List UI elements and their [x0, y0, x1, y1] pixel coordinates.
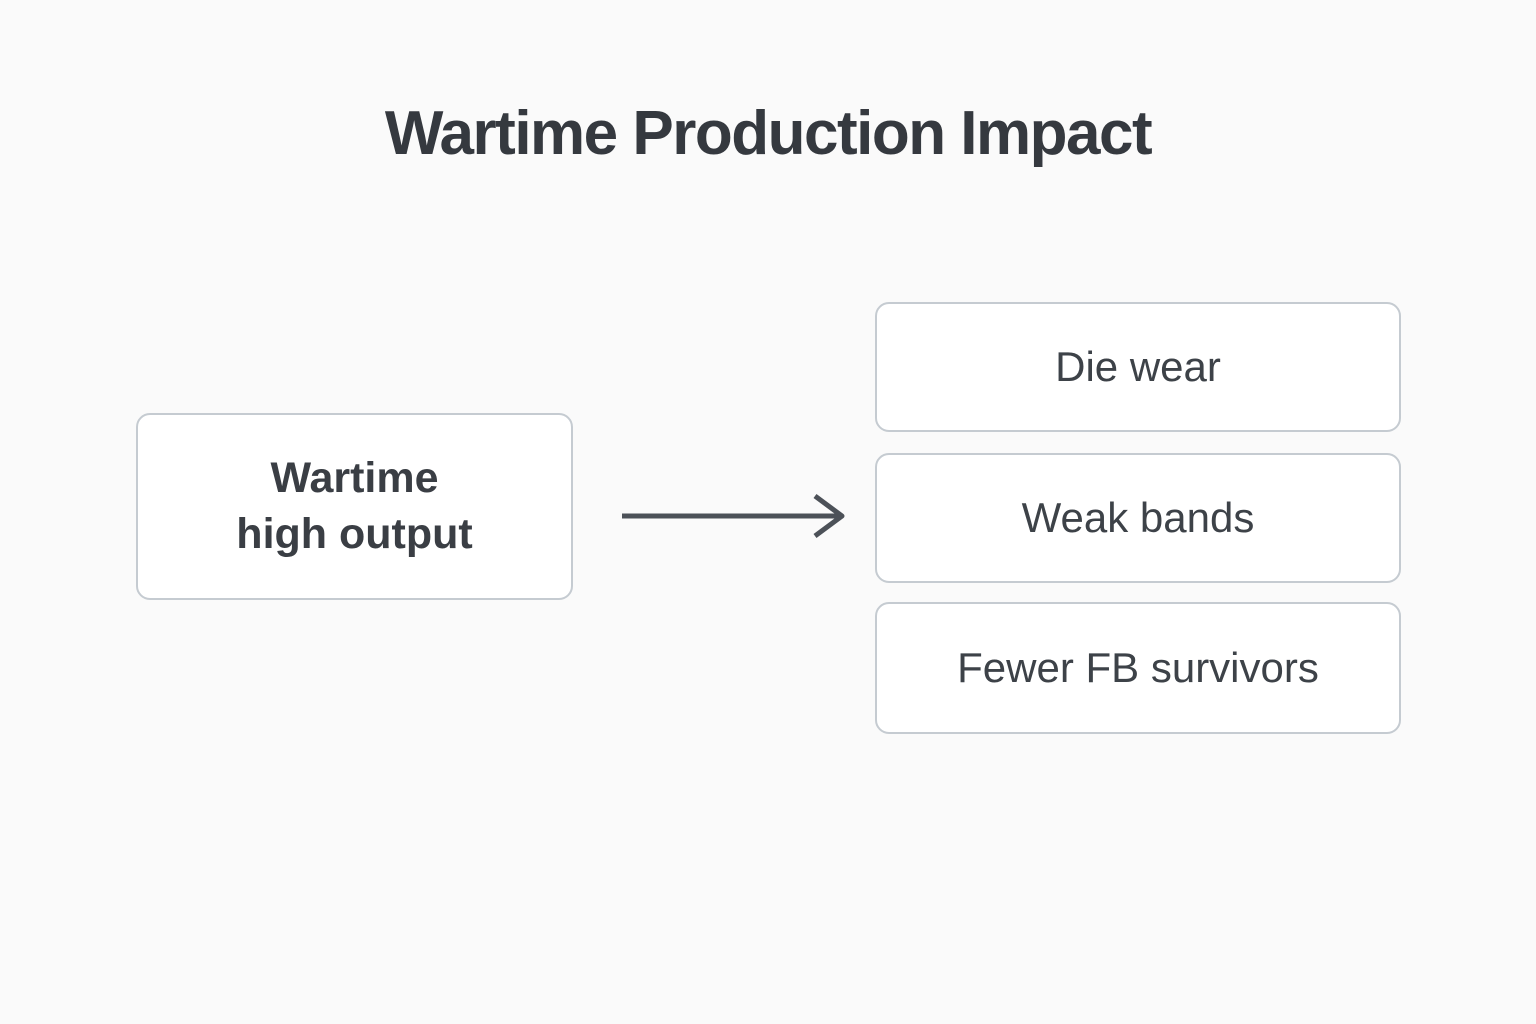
effect-box-die-wear: Die wear: [875, 302, 1401, 432]
effect-label: Die wear: [1055, 343, 1221, 390]
effect-label: Fewer FB survivors: [957, 644, 1319, 691]
effect-box-weak-bands: Weak bands: [875, 453, 1401, 583]
diagram-title: Wartime Production Impact: [384, 99, 1153, 168]
cause-label-line-2: high output: [236, 509, 473, 558]
cause-box-wartime-high-output: Wartime high output: [136, 413, 573, 600]
arrow-right-icon: [622, 493, 845, 539]
cause-label-line-1: Wartime: [270, 453, 439, 502]
effect-label: Weak bands: [1021, 494, 1255, 541]
effect-box-fewer-fb-survivors: Fewer FB survivors: [875, 602, 1401, 734]
cause-label: Wartime high output: [236, 451, 472, 563]
